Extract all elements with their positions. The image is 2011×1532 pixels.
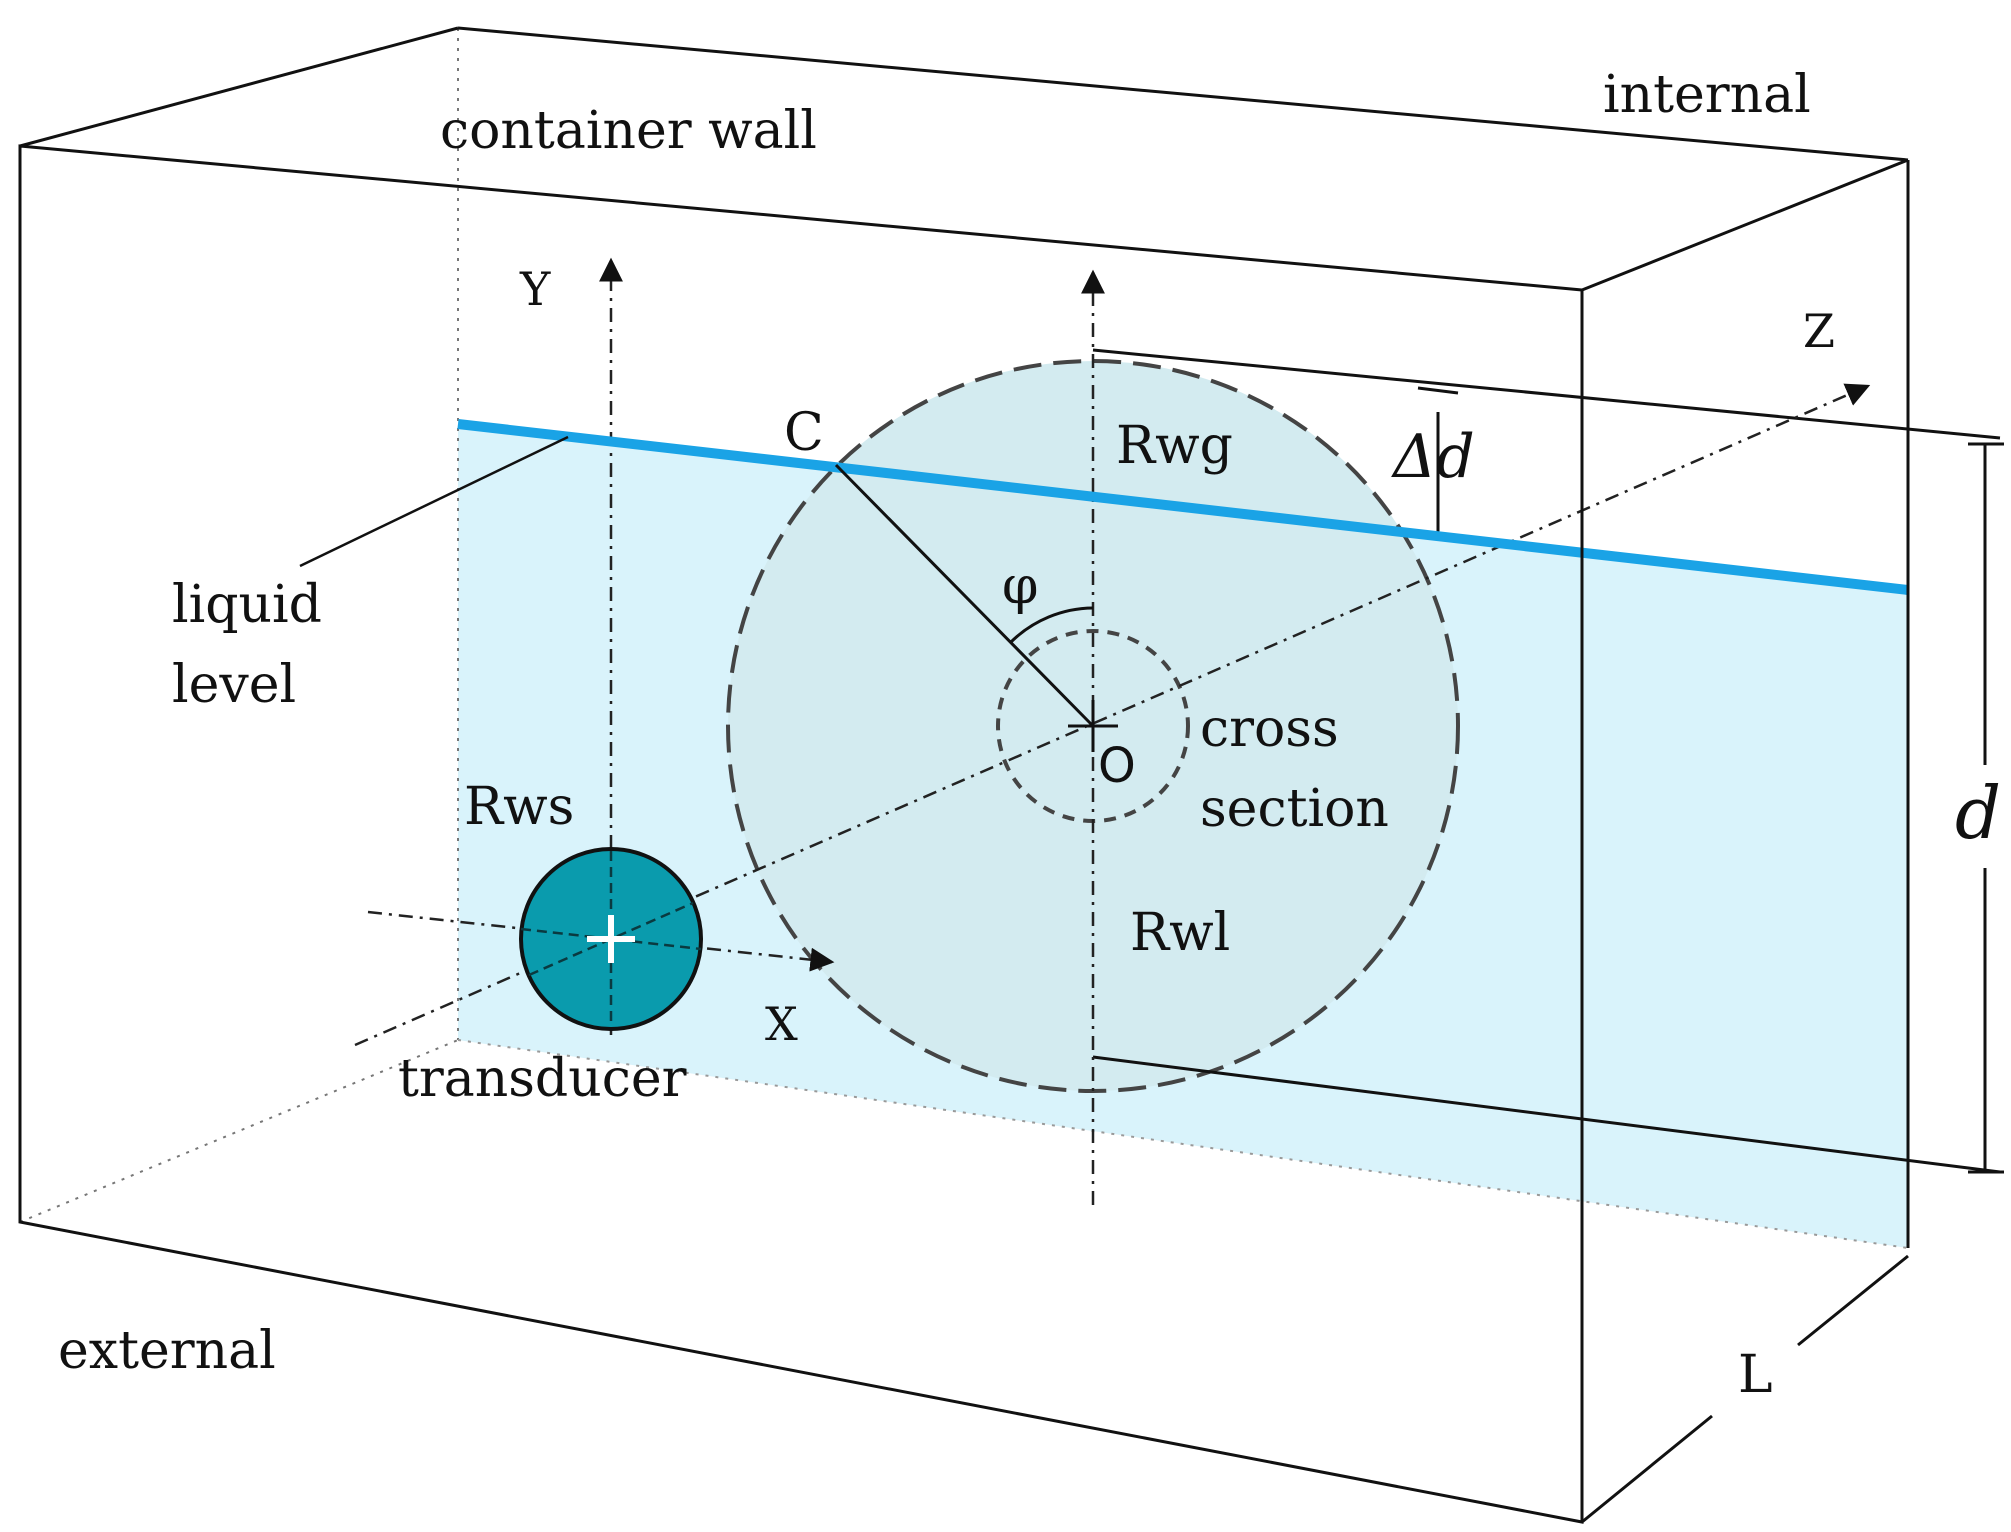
box-top-back-edge <box>457 26 1909 162</box>
back-bottom-edge <box>19 1039 459 1223</box>
label-rwl: Rwl <box>1130 903 1230 963</box>
top-tangent-line <box>1092 348 2001 440</box>
label-point-o: O <box>1098 738 1136 794</box>
label-cross: cross <box>1200 699 1339 759</box>
liquid-level-leader <box>299 435 569 568</box>
label-depth-d: d <box>1955 771 2001 855</box>
liquid-level-line <box>457 419 1909 595</box>
box-bottom-right-edge-lower <box>1581 1414 1713 1524</box>
label-rwg: Rwg <box>1116 416 1233 476</box>
z-axis <box>354 383 1871 1047</box>
delta-d-top-tick <box>1417 386 1459 395</box>
box-bottom-right-edge-upper <box>1797 1254 1909 1347</box>
label-delta-d: Δd <box>1391 422 1475 492</box>
label-section: section <box>1200 779 1389 839</box>
label-point-c: C <box>784 403 824 463</box>
label-phi: φ <box>1002 556 1038 616</box>
label-liquid: liquid <box>172 575 322 635</box>
label-internal: internal <box>1603 65 1811 125</box>
box-top-left-edge <box>19 26 459 148</box>
liquid-bottom-edge <box>457 1039 1909 1249</box>
label-rws: Rws <box>464 777 574 837</box>
radius-co <box>834 463 1095 728</box>
phi-angle-arc <box>1009 606 1094 644</box>
label-level: level <box>172 655 296 715</box>
label-axis-z: Z <box>1803 304 1835 358</box>
label-length-l: L <box>1738 1345 1773 1405</box>
box-top-right-edge <box>1581 158 1909 292</box>
label-axis-x: X <box>765 997 798 1051</box>
transducer-axis-x <box>520 927 702 951</box>
label-axis-y: Y <box>519 262 551 316</box>
label-container-wall: container wall <box>440 101 817 161</box>
label-transducer: transducer <box>398 1049 687 1109</box>
label-external: external <box>58 1321 276 1381</box>
bottom-tangent-line <box>1092 1055 2001 1174</box>
